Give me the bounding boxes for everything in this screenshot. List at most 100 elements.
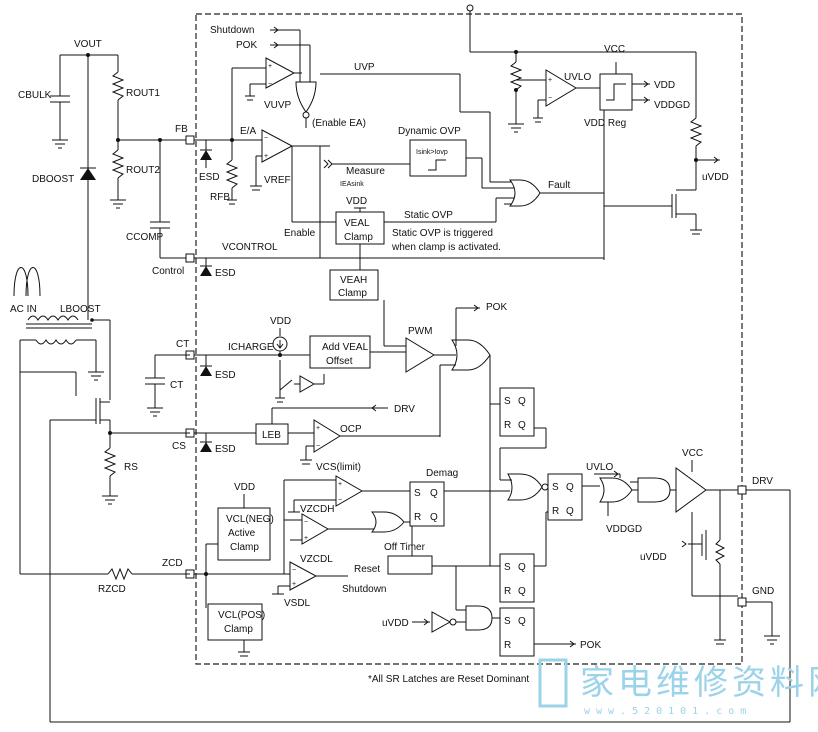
svg-text:S: S	[504, 562, 511, 573]
vdd-icharge-label: VDD	[270, 316, 291, 327]
svg-text:Q: Q	[430, 512, 438, 523]
vzcdl-label: VZCDL	[300, 554, 333, 565]
zcd-pin-label: ZCD	[162, 558, 183, 569]
watermark-logo	[538, 658, 568, 708]
rs-label: RS	[124, 462, 138, 473]
svg-text:Q: Q	[518, 420, 526, 431]
leb-box	[255, 423, 289, 445]
enable-ea-gate	[295, 81, 317, 113]
zcd-resistor: RZCD	[19, 372, 190, 595]
vdd-veal-label: VDD	[346, 196, 367, 207]
isink-ovp-label: Isink>Iovp	[416, 149, 448, 156]
drv-pin	[737, 485, 747, 495]
demag-label: Demag	[426, 468, 458, 479]
watermark: 家电维修资料网 www.520101.com	[538, 658, 818, 717]
svg-text:+: +	[304, 535, 308, 542]
svg-text:+: +	[316, 425, 320, 432]
svg-text:+: +	[292, 581, 296, 588]
zcdh-comparator	[335, 475, 364, 507]
add-veal-offset-box	[309, 335, 371, 369]
gnd-pin	[737, 597, 747, 607]
off-timer-label: Off Timer	[384, 542, 426, 553]
svg-text:S: S	[552, 482, 559, 493]
shutdown-top-label: Shutdown	[210, 25, 254, 36]
svg-text:Q: Q	[518, 562, 526, 573]
static-note-1: Static OVP is triggered	[392, 228, 493, 239]
svg-text:Clamp: Clamp	[230, 542, 259, 553]
svg-text:Q: Q	[518, 396, 526, 407]
watermark-url: www.520101.com	[584, 706, 752, 717]
uvlo-or-gate	[599, 477, 633, 503]
clamps: VDD VEAL Clamp Static OVP Static OVP is …	[194, 196, 501, 301]
latch-2	[547, 473, 583, 521]
dynamic-ovp-label: Dynamic OVP	[398, 126, 461, 137]
drv-and-gate	[637, 477, 671, 503]
fb-pin	[185, 135, 195, 145]
watermark-cn: 家电维修资料网	[580, 663, 818, 703]
pok-bot-label: POK	[580, 640, 601, 651]
svg-text:+: +	[338, 481, 342, 488]
svg-text:Q: Q	[430, 488, 438, 499]
ocp-section: LEB + − OCP VCS(limit)	[194, 419, 440, 473]
driver-buffer	[675, 467, 707, 513]
latch-4	[499, 607, 535, 657]
svg-text:Offset: Offset	[326, 356, 353, 367]
svg-text:R: R	[504, 586, 511, 597]
enable-ea-label: (Enable EA)	[312, 118, 366, 129]
fault-label: Fault	[548, 180, 570, 191]
svg-text:+: +	[268, 63, 272, 70]
svg-text:−: −	[292, 567, 296, 574]
cs-pin-label: CS	[172, 441, 186, 452]
static-note-2: when clamp is activated.	[391, 242, 501, 253]
icharge-label: ICHARGE	[228, 342, 274, 353]
vzcdh-label: VZCDH	[300, 504, 334, 515]
ccomp-label: CCOMP	[126, 232, 164, 243]
vcl-pos-clamp	[207, 603, 263, 641]
uvp-comparator	[265, 57, 296, 89]
svg-text:ESD: ESD	[215, 370, 236, 381]
svg-text:Q: Q	[518, 586, 526, 597]
svg-text:ESD: ESD	[215, 444, 236, 455]
svg-text:Clamp: Clamp	[224, 624, 253, 635]
svg-text:S: S	[414, 488, 421, 499]
reset-label: Reset	[354, 564, 380, 575]
ocp-label: OCP	[340, 424, 362, 435]
pok-top-label: POK	[236, 40, 257, 51]
rfb-label: RFB	[210, 192, 230, 203]
vcc-pin	[466, 4, 474, 12]
footnote: *All SR Latches are Reset Dominant	[368, 674, 529, 685]
vsdl-label: VSDL	[284, 598, 311, 609]
zcd-section: VDD VCL(NEG) Active Clamp VCL(POS) Clamp…	[194, 475, 500, 657]
static-ovp-label: Static OVP	[404, 210, 453, 221]
vdd-reg-label: VDD Reg	[584, 118, 626, 129]
vcc-regulator: + − UVLO VCC VDD Reg VDD VDDGD uVDD	[469, 14, 729, 235]
shutdown-bot-label: Shutdown	[342, 584, 386, 595]
svg-text:−: −	[548, 95, 552, 102]
uvp-label: UVP	[354, 62, 375, 73]
ea-label: E/A	[240, 126, 256, 137]
veal-clamp	[335, 211, 385, 245]
svg-text:R: R	[504, 640, 511, 651]
esd-fb: ESD	[199, 140, 220, 183]
vddgd-mid-label: VDDGD	[606, 524, 642, 535]
control-pin	[185, 253, 195, 263]
zcdl-comparator	[301, 513, 330, 545]
esd-cs: ESD	[200, 433, 236, 455]
vdd-out-label: VDD	[654, 80, 675, 91]
svg-text:+: +	[548, 77, 552, 84]
pwm-section: VDD ICHARGE Add VEAL Offset PWM POK	[194, 300, 507, 566]
svg-text:+: +	[264, 153, 268, 160]
latch-3	[499, 553, 535, 603]
top-signals: Shutdown POK + − VUVP UVP (Enable EA) E/…	[194, 25, 491, 258]
svg-text:R: R	[552, 506, 559, 517]
esd-diodes: ESD ESD ESD ESD	[199, 140, 236, 455]
svg-text:Q: Q	[566, 506, 574, 517]
svg-text:LEB: LEB	[262, 430, 281, 441]
vcontrol-label: VCONTROL	[222, 242, 278, 253]
svg-text:−: −	[264, 135, 268, 142]
pwm-label: PWM	[408, 326, 432, 337]
uvlo-top-label: UVLO	[564, 72, 591, 83]
vout-label: VOUT	[74, 39, 102, 50]
boost-mosfet: RS	[49, 398, 791, 723]
